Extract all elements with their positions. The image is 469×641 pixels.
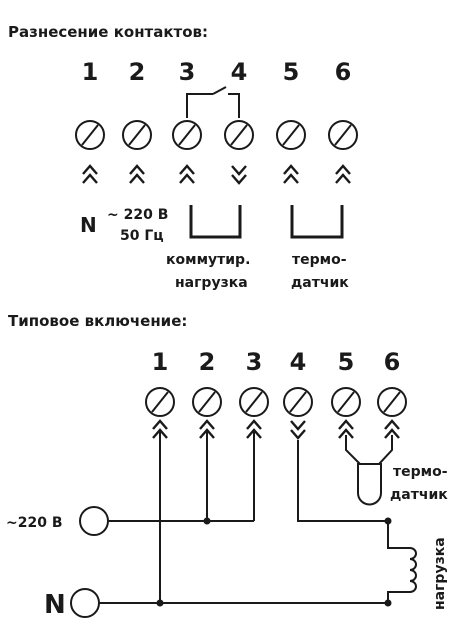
chevron-up-icon <box>283 164 299 184</box>
section1-terminals <box>75 120 358 150</box>
thermistor-icon <box>357 463 382 506</box>
screw-terminal-icon <box>276 120 306 150</box>
screw-terminal-icon <box>331 387 361 417</box>
s2-label-sensor-line1: термо- <box>393 464 448 480</box>
s1-terminal-number-1: 1 <box>82 58 99 86</box>
s1-label-sensor-line2: датчик <box>291 275 349 291</box>
screw-terminal-icon <box>75 120 105 150</box>
screw-terminal-icon <box>283 387 313 417</box>
screw-terminal-icon <box>145 387 175 417</box>
supply-phase-terminal <box>79 506 109 536</box>
load-bracket <box>189 205 242 239</box>
s1-terminal-number-6: 6 <box>335 58 352 86</box>
section1-chevrons <box>82 164 351 185</box>
chevron-up-icon <box>129 164 145 184</box>
s2-terminal-number-3: 3 <box>246 348 263 376</box>
s2-terminal-number-4: 4 <box>290 348 307 376</box>
chevron-up-icon <box>152 419 168 439</box>
s1-label-sensor-line1: термо- <box>292 252 347 268</box>
s1-label-load-line1: коммутир. <box>166 252 250 268</box>
s2-terminal-number-2: 2 <box>199 348 216 376</box>
chevron-up-icon <box>384 419 400 439</box>
s2-label-supply: ~220 В <box>6 515 63 531</box>
section2-title: Типовое включение: <box>8 312 187 330</box>
s2-label-sensor-line2: датчик <box>390 487 448 503</box>
chevron-up-icon <box>82 164 98 184</box>
sensor-bracket <box>290 205 344 239</box>
s2-terminal-number-6: 6 <box>384 348 401 376</box>
s1-label-voltage: ~ 220 В <box>107 207 168 223</box>
chevron-up-icon <box>246 419 262 439</box>
s1-label-n: N <box>80 213 97 237</box>
chevron-down-icon <box>231 165 247 185</box>
s2-label-load: нагрузка <box>432 537 448 610</box>
chevron-up-icon <box>335 164 351 184</box>
screw-terminal-icon <box>328 120 358 150</box>
screw-terminal-icon <box>224 120 254 150</box>
supply-neutral-terminal <box>70 588 100 618</box>
section1-terminal-numbers: 1 2 3 4 5 6 <box>82 58 352 86</box>
s2-terminal-number-5: 5 <box>338 348 355 376</box>
chevron-up-icon <box>199 419 215 439</box>
screw-terminal-icon <box>172 120 202 150</box>
s1-terminal-number-5: 5 <box>283 58 300 86</box>
section2-terminals <box>145 387 407 417</box>
screw-terminal-icon <box>239 387 269 417</box>
s1-label-frequency: 50 Гц <box>120 228 164 244</box>
section2-junctions <box>156 517 392 607</box>
screw-terminal-icon <box>192 387 222 417</box>
s1-terminal-number-2: 2 <box>129 58 146 86</box>
chevron-up-icon <box>338 419 354 439</box>
s1-terminal-number-4: 4 <box>231 58 248 86</box>
s2-terminal-number-1: 1 <box>152 348 169 376</box>
s1-label-load-line2: нагрузка <box>175 275 248 291</box>
s1-terminal-number-3: 3 <box>179 58 196 86</box>
relay-contact-icon <box>186 86 240 118</box>
chevron-down-icon <box>290 420 306 440</box>
s2-label-n: N <box>44 590 66 620</box>
section2-wires <box>99 430 410 604</box>
section2-terminal-numbers: 1 2 3 4 5 6 <box>152 348 401 376</box>
section1-title: Разнесение контактов: <box>8 23 208 41</box>
section2-chevrons <box>152 419 400 440</box>
screw-terminal-icon <box>377 387 407 417</box>
chevron-up-icon <box>179 164 195 184</box>
screw-terminal-icon <box>122 120 152 150</box>
inductor-coil-icon <box>409 547 417 593</box>
